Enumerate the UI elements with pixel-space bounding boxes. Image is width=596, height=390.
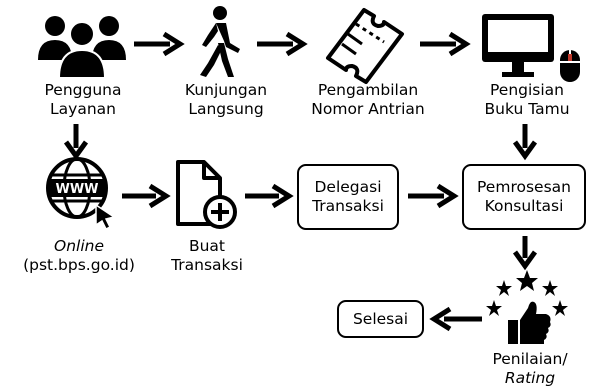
arrow-online-to-transaksi [122, 183, 171, 209]
arrow-penilaian-to-selesai [429, 306, 482, 332]
new-file-icon [176, 160, 237, 229]
computer-mouse-icon [482, 14, 580, 82]
node-online-label: Online(pst.bps.go.id) [23, 237, 135, 274]
walking-person-icon [200, 6, 240, 77]
ticket-icon [326, 8, 404, 84]
arrow-pengguna-to-online [63, 124, 89, 161]
arrow-transaksi-to-delegasi [245, 183, 294, 209]
svg-text:WWW: WWW [55, 182, 98, 197]
arrow-pengguna-to-kunjungan [134, 31, 185, 57]
arrow-kunjungan-to-antrian [257, 31, 308, 57]
www-globe-icon: WWW [46, 157, 116, 231]
arrow-antrian-to-bukutamu [420, 31, 471, 57]
users-icon [38, 16, 126, 79]
thumbs-up-stars-icon [486, 270, 568, 344]
arrow-konsultasi-to-penilaian [512, 236, 538, 271]
arrow-bukutamu-to-konsultasi [512, 124, 538, 161]
node-selesai-box: Selesai [337, 300, 424, 338]
node-penilaian-label: Penilaian/Rating [492, 350, 568, 387]
arrow-delegasi-to-konsultasi [408, 183, 459, 209]
